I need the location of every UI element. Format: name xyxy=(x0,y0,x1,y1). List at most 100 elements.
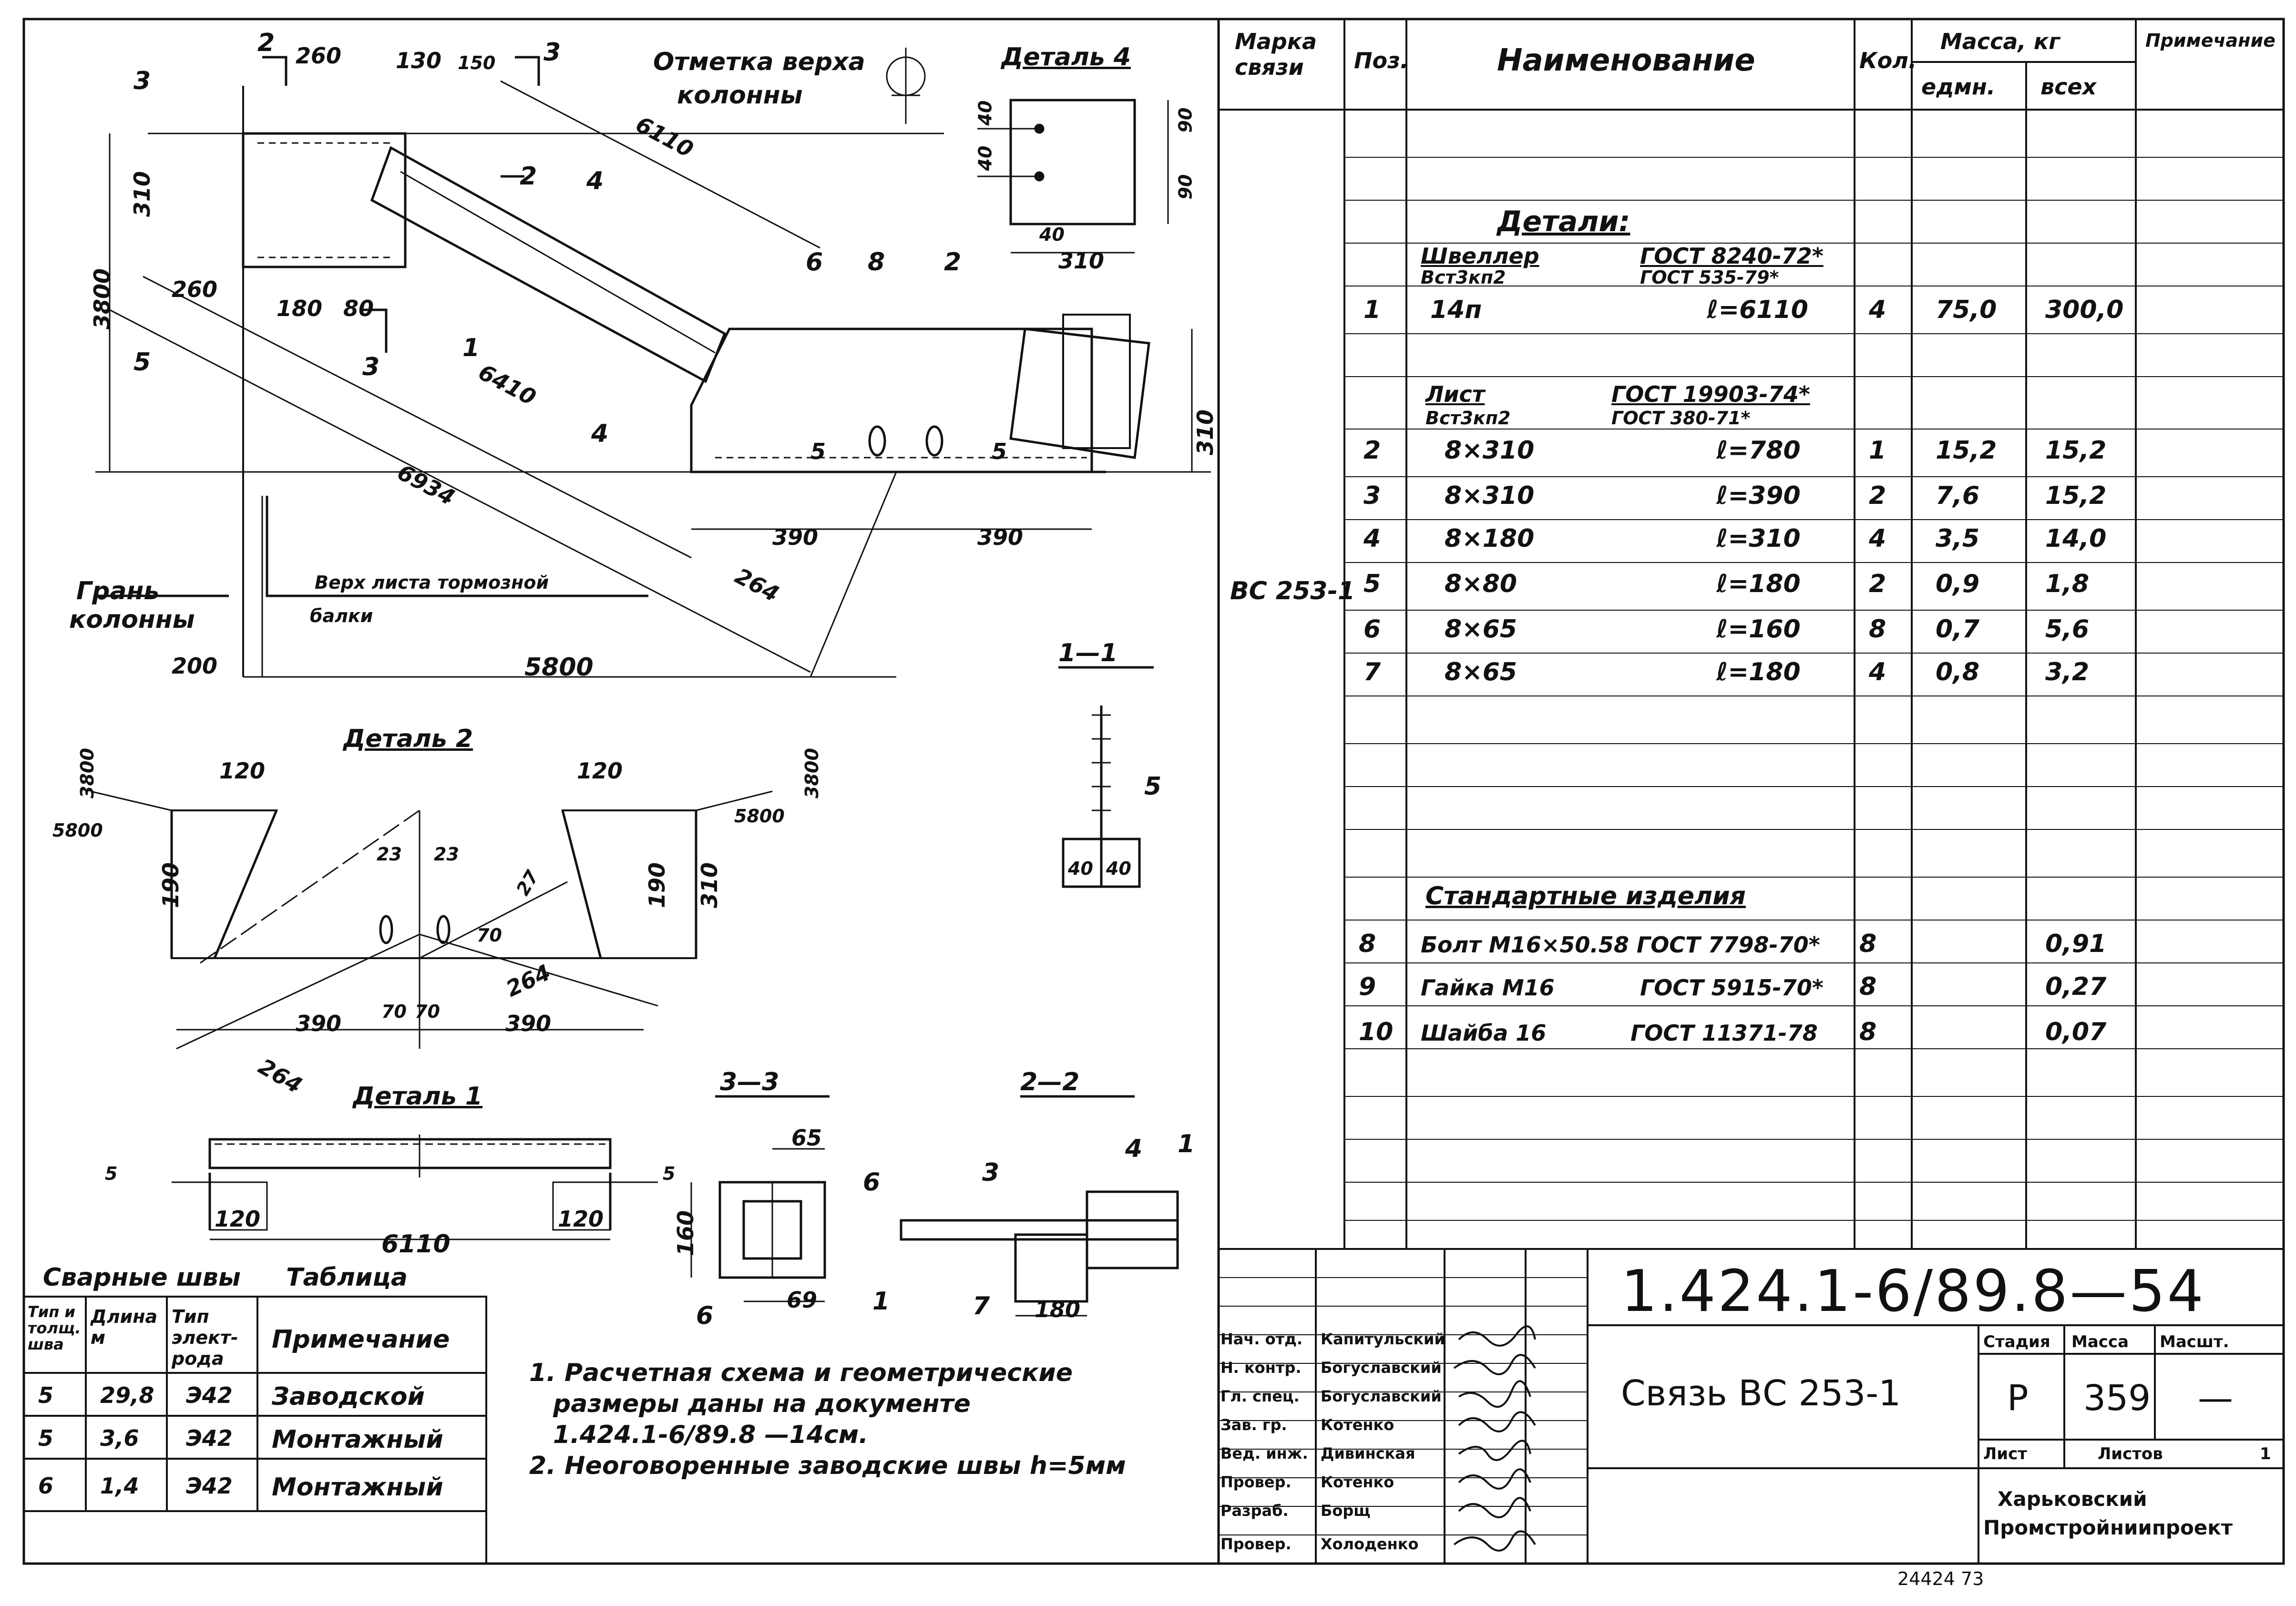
spec-item-length: ℓ=780 xyxy=(1716,436,1801,465)
d1-dim-5b: 5 xyxy=(663,1163,676,1184)
spec-item-total-mass: 1,8 xyxy=(2045,570,2090,598)
spec-item-name: 8×65 xyxy=(1445,658,1517,686)
spec-mark-value: ВС 253-1 xyxy=(1230,577,1355,605)
section22-view xyxy=(900,1095,1179,1317)
sec33-dim-65: 65 xyxy=(791,1125,822,1151)
d2-dim-23b: 23 xyxy=(434,844,459,865)
spec-item-unit-mass: 15,2 xyxy=(1936,436,1997,465)
sec22-pos4: 4 xyxy=(1125,1135,1143,1163)
section-mark-2b: 2 xyxy=(520,162,537,191)
sec33-pos6b: 6 xyxy=(696,1301,714,1330)
d1-dim-120b: 120 xyxy=(558,1206,604,1232)
spec-shveller-steel: Вст3кп2 xyxy=(1421,267,1506,288)
note-2: 2. Неоговоренные заводские швы h=5мм xyxy=(529,1452,1126,1480)
role-person: Котенко xyxy=(1321,1416,1394,1434)
stage-value: Р xyxy=(2007,1378,2029,1419)
spec-pos: 5 xyxy=(1363,570,1381,598)
d2-dim-23a: 23 xyxy=(377,844,402,865)
spec-list-steel: Вст3кп2 xyxy=(1425,408,1511,429)
role-label: Разраб. xyxy=(1220,1502,1289,1520)
org-name-2: Промстройниипроект xyxy=(1983,1516,2233,1539)
dim-390a: 390 xyxy=(772,524,819,550)
spec-item-name: 8×310 xyxy=(1445,481,1535,510)
spec-item-unit-mass: 0,8 xyxy=(1936,658,1980,686)
section11-title: 1—1 xyxy=(1058,639,1118,667)
sec33-dim-69: 69 xyxy=(787,1287,818,1313)
spec-item-gost: ГОСТ 11371-78 xyxy=(1630,1020,1818,1046)
spec-header-pos: Поз. xyxy=(1354,48,1409,73)
spec-list-gost2: ГОСТ 380-71* xyxy=(1611,408,1751,429)
d2-dim-5800r: 5800 xyxy=(734,806,785,827)
spec-item-qty: 4 xyxy=(1869,524,1886,553)
spec-item-length: ℓ=390 xyxy=(1716,481,1801,510)
pos-mark-3: 3 xyxy=(133,67,151,95)
spec-item-qty: 8 xyxy=(1859,930,1877,958)
pos-mark-8: 8 xyxy=(868,248,885,276)
role-person: Капитульский xyxy=(1321,1330,1445,1348)
spec-item-qty: 2 xyxy=(1869,570,1886,598)
d2-dim-390b: 390 xyxy=(505,1011,552,1036)
d1-dim-120a: 120 xyxy=(215,1206,261,1232)
sec22-pos7: 7 xyxy=(973,1292,990,1320)
d2-dim-70c: 70 xyxy=(415,1001,440,1022)
spec-shveller-gost: ГОСТ 8240-72* xyxy=(1640,243,1824,269)
weld-row-type: 5 xyxy=(38,1425,54,1451)
weld-row-electrode: Э42 xyxy=(186,1382,233,1408)
sec22-pos3: 3 xyxy=(982,1158,1000,1187)
weld-row-length: 1,4 xyxy=(100,1473,139,1499)
d4-dim-40c: 40 xyxy=(1039,224,1065,245)
spec-table-grid xyxy=(1219,19,2284,1249)
main-view xyxy=(95,48,1211,678)
title-block-grid xyxy=(1219,1248,2284,1564)
spec-item-length: ℓ=180 xyxy=(1716,658,1801,686)
spec-item-gost: ГОСТ 5915-70* xyxy=(1640,975,1824,1001)
sec22-pos1: 1 xyxy=(1178,1130,1195,1158)
weld-row-length: 3,6 xyxy=(100,1425,139,1451)
spec-item-total-mass: 14,0 xyxy=(2045,524,2107,553)
beam-top-label-1: Верх листа тормозной xyxy=(315,572,549,593)
role-person: Богуславский xyxy=(1321,1387,1442,1405)
col-face-label-2: колонны xyxy=(69,605,195,634)
spec-pos: 1 xyxy=(1363,296,1381,324)
spec-pos: 3 xyxy=(1363,481,1381,510)
pos-mark-1: 1 xyxy=(462,334,480,362)
spec-list: Лист xyxy=(1425,381,1485,407)
section11-view xyxy=(1058,666,1154,888)
spec-shveller: Швеллер xyxy=(1421,243,1539,269)
detail4-title: Деталь 4 xyxy=(1001,43,1131,72)
pos-mark-5a: 5 xyxy=(810,439,826,464)
spec-item-unit-mass: 75,0 xyxy=(1936,296,1997,324)
sheet-frame xyxy=(22,18,2285,1565)
beam-top-label-2: балки xyxy=(310,605,373,626)
spec-item-length: ℓ=160 xyxy=(1716,615,1801,644)
d2-dim-120a: 120 xyxy=(219,758,266,784)
spec-shveller-gost2: ГОСТ 535-79* xyxy=(1640,267,1779,288)
role-label: Провер. xyxy=(1220,1473,1292,1491)
weld-header-electrode: Тип элект-рода xyxy=(172,1306,238,1369)
spec-item-name: 8×180 xyxy=(1445,524,1535,553)
section-mark-3a: 3 xyxy=(543,38,561,67)
spec-item-unit-mass: 7,6 xyxy=(1936,481,1980,510)
role-label: Нач. отд. xyxy=(1220,1330,1303,1348)
spec-item-total-mass: 0,07 xyxy=(2045,1018,2107,1046)
dim-80: 80 xyxy=(343,296,374,321)
scale-header: Масшт. xyxy=(2160,1332,2229,1351)
pos-mark-2: 2 xyxy=(944,248,962,276)
role-person: Дивинская xyxy=(1321,1444,1415,1463)
sec33-pos1: 1 xyxy=(872,1287,890,1316)
spec-item-unit-mass: 0,9 xyxy=(1936,570,1980,598)
role-person: Холоденко xyxy=(1321,1535,1419,1553)
role-label: Вед. инж. xyxy=(1220,1444,1308,1463)
spec-item-qty: 8 xyxy=(1859,1018,1877,1046)
spec-item-total-mass: 0,91 xyxy=(2045,930,2107,958)
sec22-dim-180: 180 xyxy=(1035,1297,1081,1322)
col-top-label-2: колонны xyxy=(677,81,803,110)
sec11-dim-40a: 40 xyxy=(1068,858,1093,879)
spec-item-length: ℓ=310 xyxy=(1716,524,1801,553)
spec-pos: 10 xyxy=(1359,1018,1394,1046)
mass-value: 359 xyxy=(2083,1378,2151,1419)
weld-header-note: Примечание xyxy=(272,1325,450,1354)
spec-item-total-mass: 15,2 xyxy=(2045,481,2107,510)
